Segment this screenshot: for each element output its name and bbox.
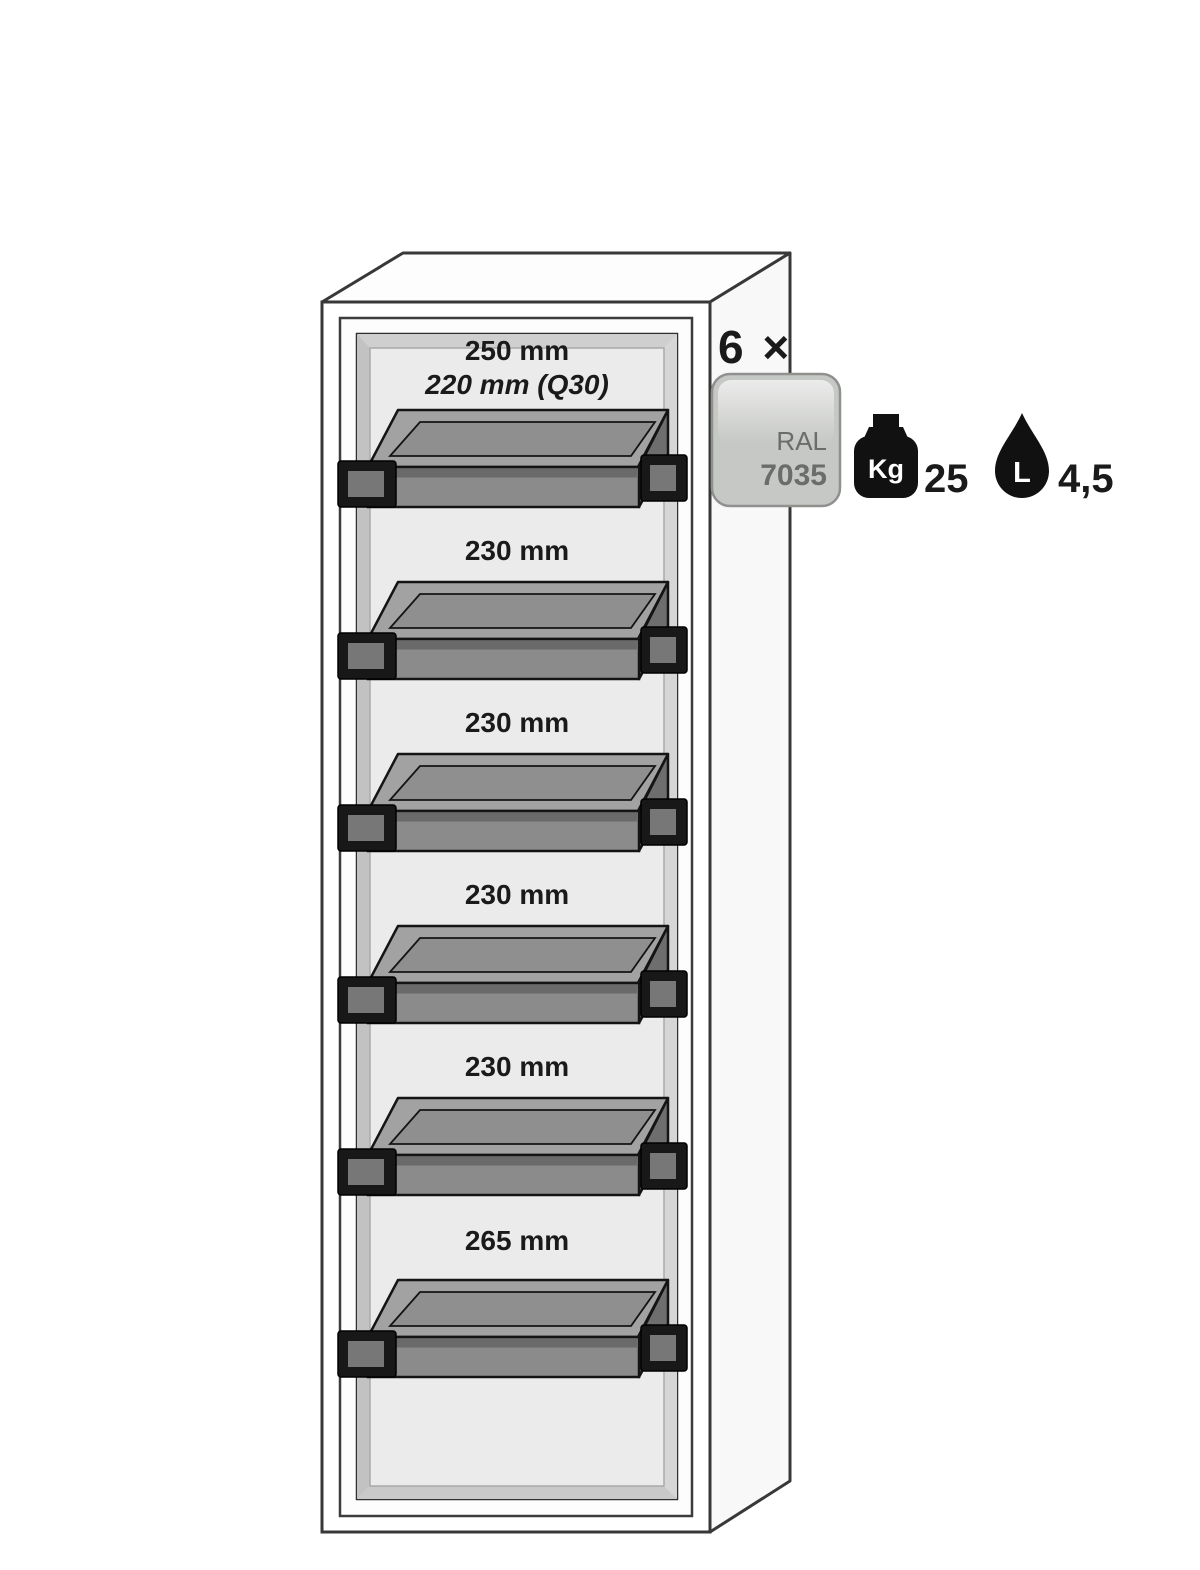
drop-icon: L bbox=[995, 413, 1049, 498]
sump-volume-value: 4,5 bbox=[1058, 457, 1114, 501]
drawer-tray-4 bbox=[336, 924, 689, 1025]
drawer-gap-label-1-line2: 220 mm (Q30) bbox=[424, 369, 609, 400]
drawer-gap-label-5: 230 mm bbox=[465, 1051, 569, 1082]
interior-floor bbox=[357, 1486, 677, 1499]
drawer-gap-label-4: 230 mm bbox=[465, 879, 569, 910]
sump-volume-badge: L 4,5 bbox=[995, 413, 1114, 501]
drawer-gap-label-6: 265 mm bbox=[465, 1225, 569, 1256]
drawer-tray-2 bbox=[336, 580, 689, 681]
drop-icon-shape bbox=[995, 413, 1049, 498]
drawer-gap-label-2: 230 mm bbox=[465, 535, 569, 566]
drawer-tray-6 bbox=[336, 1278, 689, 1379]
ral-chip-gloss bbox=[718, 380, 834, 444]
weight-icon-knob bbox=[873, 414, 899, 427]
weight-icon-neck bbox=[864, 427, 908, 438]
ral-label: RAL bbox=[776, 426, 827, 456]
volume-unit-label: L bbox=[1013, 457, 1031, 489]
interior-ceiling bbox=[357, 334, 677, 348]
drawer-tray-5 bbox=[336, 1096, 689, 1197]
load-capacity-value: 25 bbox=[924, 457, 969, 501]
ral-code: 7035 bbox=[760, 459, 827, 492]
weight-icon: Kg bbox=[854, 414, 918, 498]
weight-icon-body bbox=[854, 436, 918, 498]
load-capacity-badge: Kg 25 bbox=[854, 414, 969, 501]
interior-left-wall bbox=[357, 334, 370, 1499]
ral-7035-swatch: RAL 7035 bbox=[710, 372, 842, 508]
drawer-count-label: 6 × bbox=[718, 321, 792, 373]
weight-unit-label: Kg bbox=[868, 454, 904, 484]
drawer-gap-labels: 250 mm 220 mm (Q30) 230 mm 230 mm 230 mm… bbox=[424, 335, 609, 1256]
drawer-tray-1 bbox=[336, 408, 689, 509]
drawer-tray-3 bbox=[336, 752, 689, 853]
drawer-gap-label-3: 230 mm bbox=[465, 707, 569, 738]
drawer-gap-label-1-line1: 250 mm bbox=[465, 335, 569, 366]
